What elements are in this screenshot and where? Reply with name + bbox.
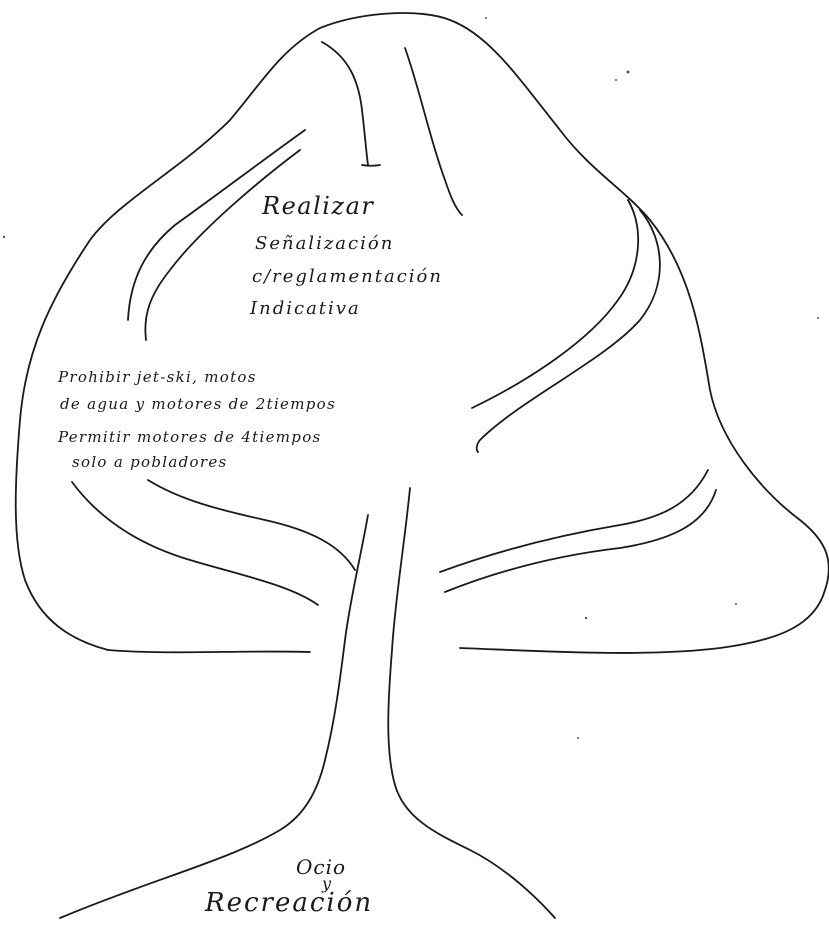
branch-lower-left-1 bbox=[72, 482, 318, 605]
speck bbox=[485, 17, 487, 19]
speck bbox=[735, 603, 737, 605]
branch-top-center-2 bbox=[405, 48, 462, 215]
crown-line-regulation: c/reglamentación bbox=[252, 266, 443, 287]
speck bbox=[615, 79, 617, 81]
note-line-prohibit: Prohibir jet-ski, motos bbox=[58, 368, 257, 386]
note-line-residents: solo a pobladores bbox=[72, 453, 228, 471]
trunk-right bbox=[388, 488, 555, 918]
crown-title: Realizar bbox=[262, 192, 374, 220]
note-line-permit: Permitir motores de 4tiempos bbox=[58, 428, 322, 446]
branch-right-2 bbox=[477, 210, 660, 452]
speck bbox=[577, 737, 579, 739]
branch-right-1 bbox=[472, 200, 638, 408]
crown-bottom-left bbox=[108, 650, 310, 652]
branch-top-center-1 bbox=[322, 42, 368, 165]
speck bbox=[585, 617, 587, 619]
speck bbox=[627, 71, 630, 74]
note-line-water-motors: de agua y motores de 2tiempos bbox=[60, 395, 336, 413]
branch-top-connector bbox=[362, 165, 380, 166]
tree-crown-outline bbox=[16, 13, 829, 653]
roots-line-recreation: Recreación bbox=[205, 888, 373, 918]
speck bbox=[817, 317, 819, 319]
speck bbox=[3, 236, 5, 238]
crown-line-signage: Señalización bbox=[255, 233, 394, 254]
crown-line-indicative: Indicativa bbox=[250, 298, 361, 319]
branch-lower-right-1 bbox=[440, 470, 708, 572]
